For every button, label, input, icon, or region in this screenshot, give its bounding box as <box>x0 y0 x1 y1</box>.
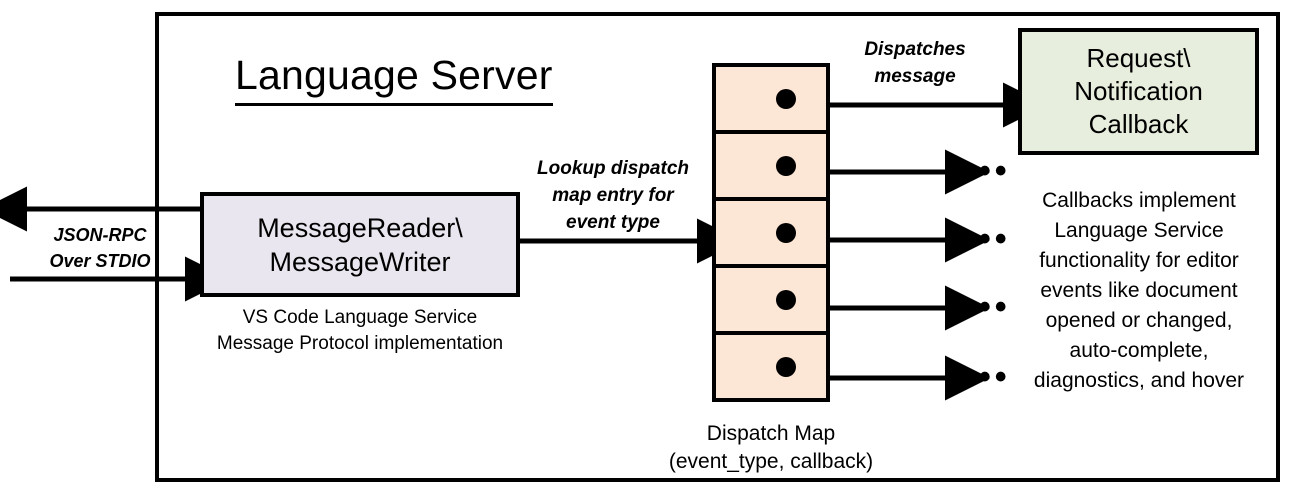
request-notification-callback-box[interactable]: Request\ Notification Callback <box>1018 28 1259 155</box>
dispatch-map-table[interactable] <box>712 63 830 402</box>
ellipsis-row-2: ••• <box>963 152 1011 190</box>
callback-caption-line2: Language Service <box>1054 219 1224 242</box>
lookup-label-line1: Lookup dispatch <box>537 158 689 179</box>
dispatches-message-label: Dispatches message <box>830 36 1000 90</box>
jsonrpc-transport-label: JSON-RPC Over STDIO <box>30 222 170 274</box>
jsonrpc-label-line2: Over STDIO <box>49 251 151 271</box>
lookup-dispatch-label: Lookup dispatch map entry for event type <box>518 155 708 236</box>
reader-caption-line1: VS Code Language Service <box>242 307 478 328</box>
callback-caption-line3: functionality for editor <box>1039 249 1239 272</box>
callback-caption-line6: auto-complete, <box>1069 339 1209 362</box>
ellipsis-row-5: ••• <box>963 358 1011 396</box>
jsonrpc-label-line1: JSON-RPC <box>53 225 147 245</box>
ellipsis-row-4: ••• <box>963 288 1011 326</box>
map-caption-line1: Dispatch Map <box>706 422 836 445</box>
map-caption-line2: (event_type, callback) <box>668 450 874 473</box>
language-server-boundary <box>155 12 1280 482</box>
ellipsis-row-3: ••• <box>963 220 1011 258</box>
lookup-label-line3: event type <box>566 212 660 233</box>
message-reader-writer-box[interactable]: MessageReader\ MessageWriter <box>200 192 520 297</box>
callback-box-line3: Callback <box>1088 109 1189 139</box>
dispatch-label-line1: Dispatches <box>864 39 966 60</box>
table-row[interactable] <box>716 201 826 268</box>
entry-dot-icon <box>776 155 796 176</box>
table-row[interactable] <box>716 67 826 134</box>
entry-dot-icon <box>776 289 796 310</box>
lookup-label-line2: map entry for <box>552 185 674 206</box>
table-row[interactable] <box>716 268 826 335</box>
reader-box-line2: MessageWriter <box>269 246 451 277</box>
callback-caption-line7: diagnostics, and hover <box>1033 369 1245 392</box>
callback-box-line1: Request\ <box>1086 43 1191 73</box>
reader-box-line1: MessageReader\ <box>257 212 463 243</box>
message-reader-writer-caption: VS Code Language Service Message Protoco… <box>196 305 524 357</box>
entry-dot-icon <box>776 356 796 377</box>
callback-box-line2: Notification <box>1074 76 1203 106</box>
reader-caption-line2: Message Protocol implementation <box>216 333 504 354</box>
dispatch-map-caption: Dispatch Map (event_type, callback) <box>640 420 902 476</box>
page-title: Language Server <box>235 50 553 106</box>
entry-dot-icon <box>776 222 796 243</box>
entry-dot-icon <box>776 88 796 109</box>
callback-description: Callbacks implement Language Service fun… <box>1006 186 1272 396</box>
callback-caption-line1: Callbacks implement <box>1042 189 1236 212</box>
table-row[interactable] <box>716 134 826 201</box>
dispatch-label-line2: message <box>874 66 956 87</box>
callback-caption-line5: opened or changed, <box>1045 309 1233 332</box>
table-row[interactable] <box>716 335 826 398</box>
callback-caption-line4: events like document <box>1040 279 1238 302</box>
